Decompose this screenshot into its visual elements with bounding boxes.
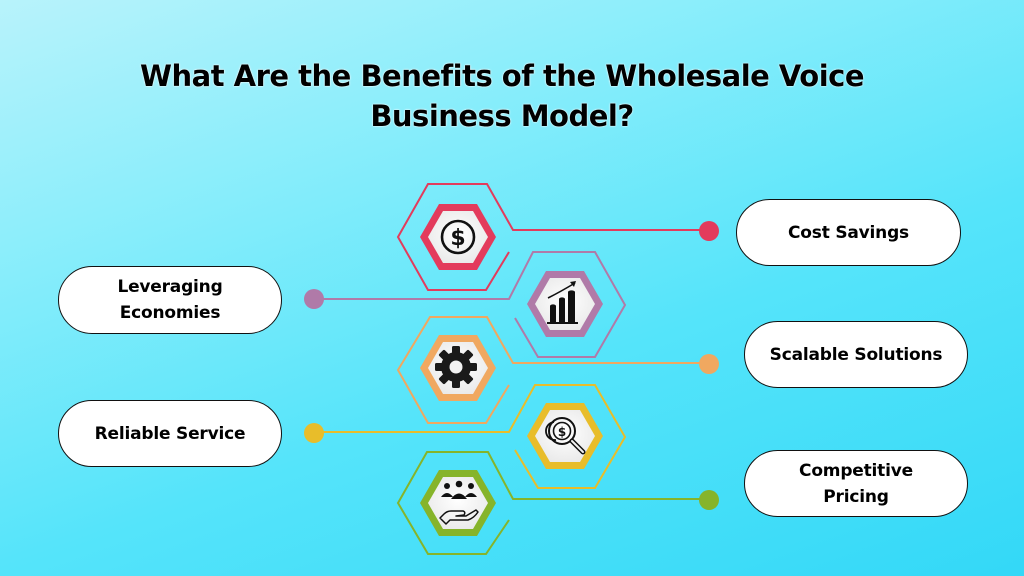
search-dollar-icon: $: [545, 417, 586, 455]
cost-savings-dot: [699, 221, 719, 241]
scalable-solutions-node: [396, 316, 719, 424]
title-line-1: What Are the Benefits of the Wholesale V…: [140, 59, 865, 93]
competitive-pricing-node: [396, 451, 719, 555]
benefit-label: Cost Savings: [788, 222, 909, 243]
leveraging-economies-node: [304, 251, 627, 358]
reliable-service-node: $: [304, 384, 627, 489]
cost-savings-connector: [396, 183, 709, 291]
benefit-label: Reliable Service: [94, 423, 246, 444]
benefit-label: Scalable Solutions: [769, 344, 943, 365]
benefit-label-line-2: Pricing: [823, 486, 889, 507]
scalable-solutions-connector: [396, 316, 709, 424]
bar-chart-growth-icon: [547, 281, 578, 324]
leveraging-economies-dot: [304, 289, 324, 309]
benefit-label-line-1: Competitive: [799, 460, 913, 481]
benefit-label-line-1: Leveraging: [117, 277, 223, 297]
reliable-service-connector: [314, 384, 627, 489]
gear-icon: [435, 346, 477, 388]
competitive-pricing-dot: [699, 490, 719, 510]
page-title: What Are the Benefits of the Wholesale V…: [0, 56, 1004, 136]
benefit-label-line-2: Economies: [119, 303, 221, 323]
leveraging-economies-connector: [314, 251, 627, 358]
competitive-pricing-connector: [396, 451, 709, 555]
svg-text:$: $: [558, 425, 566, 439]
title-line-2: Business Model?: [370, 99, 634, 133]
dollar-circle-icon: $: [440, 219, 476, 255]
benefit-pill-reliable-service: Reliable Service: [58, 400, 282, 467]
scalable-solutions-dot: [699, 354, 719, 374]
benefit-pill-cost-savings: Cost Savings: [736, 199, 961, 266]
svg-text:$: $: [450, 226, 465, 251]
cost-savings-node: $: [396, 183, 719, 291]
reliable-service-dot: [304, 423, 324, 443]
benefit-pill-competitive-pricing: Competitive Pricing: [744, 450, 968, 517]
hand-people-icon: [439, 480, 479, 525]
benefit-pill-leveraging-economies: Leveraging Economies: [58, 266, 282, 334]
benefit-pill-scalable-solutions: Scalable Solutions: [744, 321, 968, 388]
